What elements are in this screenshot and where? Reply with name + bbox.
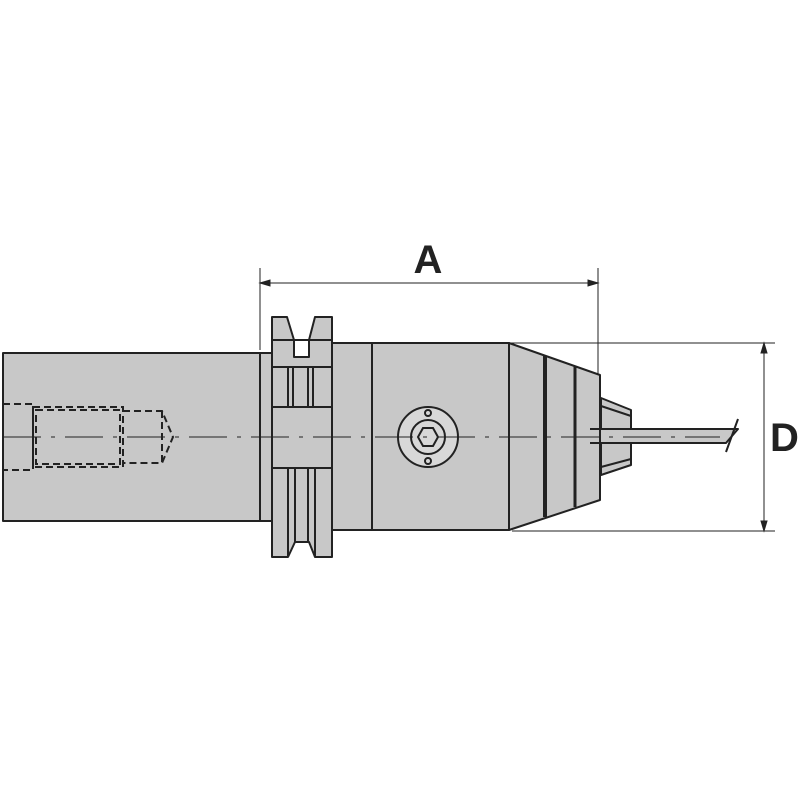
dimension-a-label: A	[414, 238, 443, 282]
chuck-sleeve-taper	[508, 342, 601, 531]
dimension-d	[509, 341, 775, 533]
tool-shank	[599, 428, 739, 444]
dimension-a	[258, 268, 600, 375]
dimension-d-label: D	[770, 416, 799, 460]
